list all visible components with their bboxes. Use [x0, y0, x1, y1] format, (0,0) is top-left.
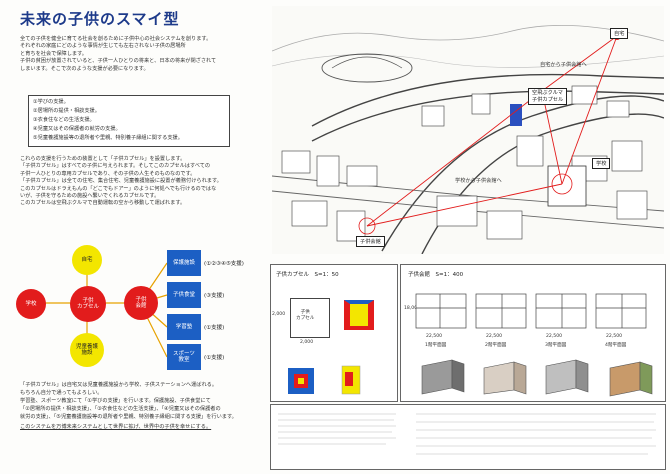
hall-node: 子供 会館: [124, 286, 158, 320]
hall-callout: 子供会館: [356, 236, 385, 247]
home-node: 自宅: [72, 245, 102, 275]
orphanage-node: 児童養護 施設: [70, 333, 104, 367]
capsule-node: 子供 カプセル: [70, 286, 106, 322]
capsule-iso: [344, 300, 374, 330]
intro-text: 全ての子供を健全に育てる社会を創るために子供中心の社会システムを創ります。それぞ…: [20, 36, 217, 72]
support-item: ①学びの支援。: [33, 99, 69, 105]
support-item: ④児童又はその保護者の就労の支援。: [33, 126, 121, 132]
support-item: ②居場所の提供・相談支援。: [33, 108, 100, 114]
service-box: スポーツ 教室: [167, 344, 201, 370]
support-item: ③衣食住などの生活支援。: [33, 117, 95, 123]
page-title: 未来の子供のスマイ型: [20, 10, 180, 28]
flying-car-callout: 空飛ぶクルマ 子供カプセル: [528, 88, 568, 105]
floor-label: 4階平面図: [605, 343, 627, 348]
floor-label: 2階平面図: [485, 343, 507, 348]
support-list-box: ①学びの支援。 ②居場所の提供・相談支援。 ③衣食住などの生活支援。 ④児童又は…: [28, 95, 230, 147]
route2-label: 学校から子供会館へ: [455, 178, 502, 184]
bottom-text: 「子供カプセル」は自宅又は児童養護施設から学校、子供ステーションへ運ばれる。もち…: [20, 382, 237, 430]
capsule-view: [288, 368, 314, 394]
hall-perspectives: [421, 359, 653, 397]
city-illustration: [272, 6, 664, 254]
school-node: 学校: [16, 289, 46, 319]
hall-panel-title: 子供会館 S=1：400: [408, 272, 464, 278]
notes-lines: [278, 413, 656, 455]
service-box: 学習塾: [167, 314, 201, 340]
capsule-panel-title: 子供カプセル S=1：50: [276, 272, 339, 278]
body-text: これらの支援を行うための装置として「子供カプセル」を設置します。「子供カプセル」…: [20, 156, 222, 207]
capsule-plan: [290, 298, 330, 338]
home-callout: 自宅: [610, 28, 629, 39]
support-item: ⑤児童養護施設等の退所者や里親、特別養子縁組に関する支援。: [33, 135, 183, 141]
floor-label: 1階平面図: [425, 343, 447, 348]
capsule-side: [341, 365, 361, 395]
floor-label: 3階平面図: [545, 343, 567, 348]
floor-plans: [415, 293, 647, 329]
notes-panel: [270, 404, 666, 470]
service-box: 子供食堂: [167, 282, 201, 308]
school-callout: 学校: [592, 158, 611, 169]
route1-label: 自宅から子供会館へ: [540, 62, 587, 68]
service-box: 保護施設: [167, 250, 201, 276]
